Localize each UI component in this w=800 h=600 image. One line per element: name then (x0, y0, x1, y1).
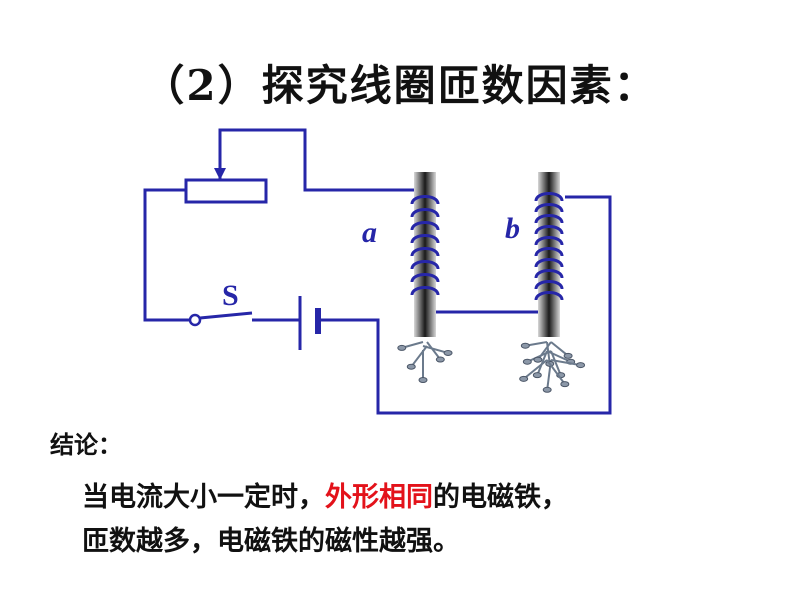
coil-b-windings (534, 192, 564, 301)
pin (410, 345, 428, 368)
page-title: （2）探究线圈匝数因素： (142, 61, 658, 110)
coil-turn (410, 195, 440, 205)
pin-head (576, 362, 586, 369)
pin (546, 341, 551, 364)
coil-turn (410, 286, 440, 296)
pin-head (435, 356, 445, 363)
pin-head (533, 356, 543, 363)
conclusion-line-2: 匝数越多，电磁铁的磁性越强。 (82, 526, 460, 557)
coil-turn (534, 203, 564, 213)
coil-turn (534, 236, 564, 246)
pin (550, 359, 581, 367)
coil-turn (410, 221, 440, 231)
conclusion-line-1-start: 当电流大小一定时， (82, 482, 325, 513)
coil-turn (534, 192, 564, 202)
pin-head (443, 349, 453, 356)
conclusion-line-1-end: 的电磁铁， (433, 482, 568, 513)
rheostat-slider-arrow (214, 168, 226, 180)
coil-turn (410, 234, 440, 244)
switch-label: S (222, 279, 239, 312)
circuit-wires (143, 128, 612, 415)
coil-a-label: a (362, 216, 377, 249)
pin (546, 350, 572, 363)
coil-turn (410, 208, 440, 218)
coil-a-core (414, 172, 436, 337)
pin-head (519, 375, 529, 382)
pins-cluster-b (519, 341, 586, 393)
conclusion-highlight: 外形相同 (325, 482, 433, 513)
switch-lever (199, 311, 253, 320)
coil-turn (534, 280, 564, 290)
coil-b-label: b (505, 212, 520, 245)
battery-return-wire (318, 195, 612, 415)
coil-turn (534, 258, 564, 268)
pin (426, 341, 442, 361)
pin-head (522, 358, 532, 365)
conclusion-line-1: 当电流大小一定时，外形相同的电磁铁， (82, 476, 568, 520)
coil-turn (534, 225, 564, 235)
pin (546, 359, 566, 385)
coil-turn (534, 291, 564, 301)
pin-head (406, 363, 416, 370)
pins-cluster-a (397, 341, 453, 383)
coil-turn (410, 247, 440, 257)
pin (537, 341, 552, 361)
coil-turn (534, 214, 564, 224)
conclusion-text: 当电流大小一定时，外形相同的电磁铁， 匝数越多，电磁铁的磁性越强。 (82, 476, 568, 564)
pin (536, 350, 548, 376)
coil-a-windings (410, 195, 440, 296)
pin-head (418, 377, 428, 383)
pin-head (560, 381, 570, 388)
coil-turn (410, 273, 440, 283)
pin-head (397, 344, 407, 351)
pin (550, 350, 562, 376)
coil-turn (534, 269, 564, 279)
switch-pivot (188, 313, 202, 327)
coil-turn (534, 247, 564, 257)
pin-head (542, 386, 552, 393)
slider-wire (218, 128, 420, 192)
conclusion-label: 结论： (50, 430, 122, 459)
pin-head (532, 372, 542, 379)
pin-head (563, 352, 573, 359)
left-wire (143, 188, 190, 322)
rheostat (184, 178, 268, 204)
pin-head (520, 342, 530, 349)
coil-b-core (538, 172, 560, 337)
coil-turn (410, 260, 440, 270)
